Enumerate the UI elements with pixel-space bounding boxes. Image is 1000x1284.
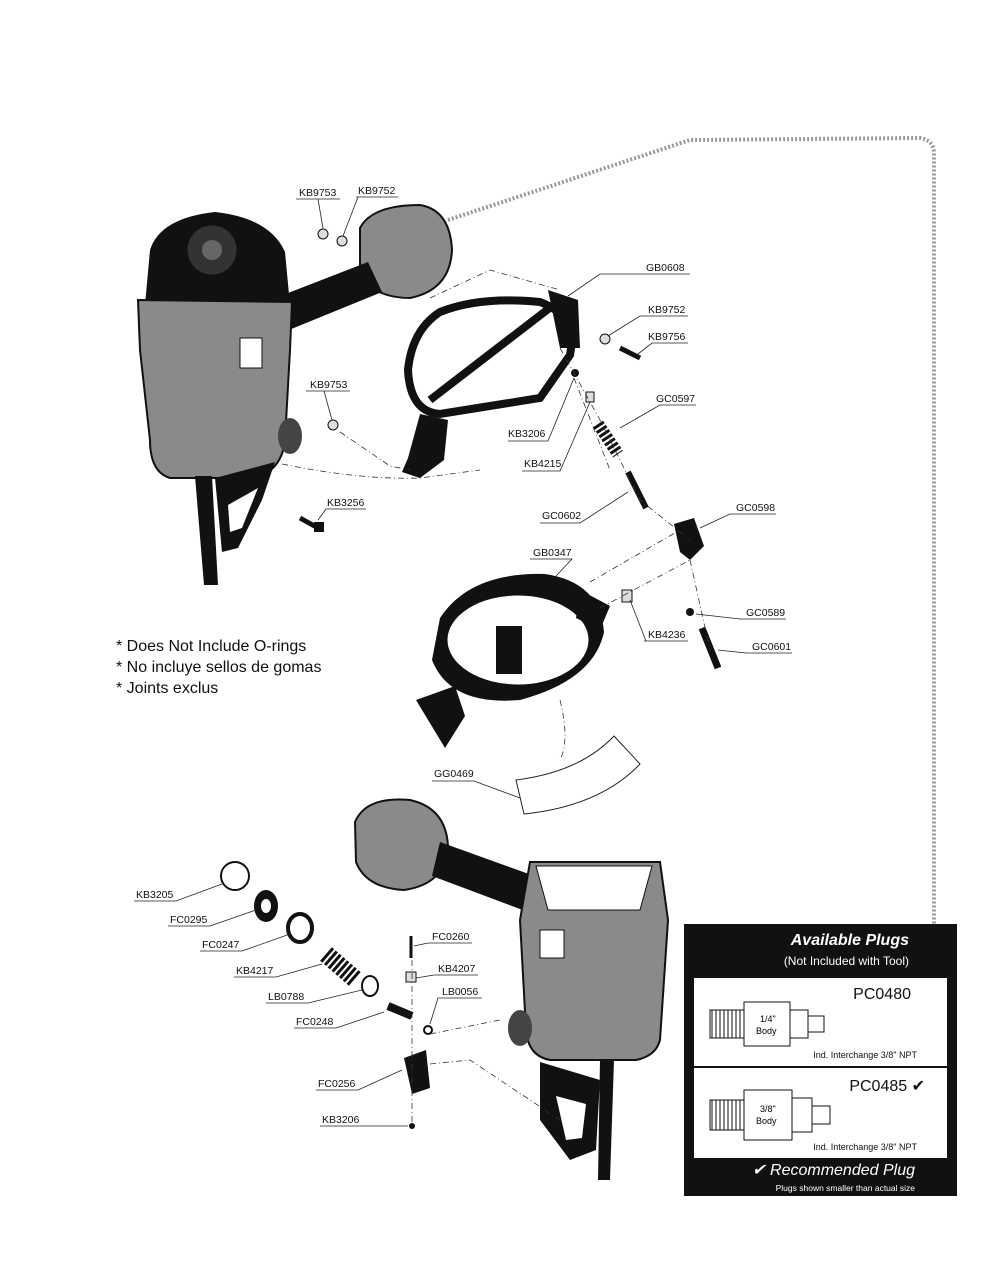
label-FC0260: FC0260 bbox=[432, 931, 470, 943]
plug-card-1: 1/4" Body PC0480 Ind. Interchange 3/8" N… bbox=[694, 978, 947, 1066]
plug-2-size: 3/8" bbox=[760, 1104, 776, 1114]
plugs-title: Available Plugs bbox=[790, 932, 909, 949]
label-FC0248: FC0248 bbox=[296, 1016, 334, 1028]
label-KB4207: KB4207 bbox=[438, 963, 476, 975]
washer-KB4207 bbox=[405, 971, 417, 983]
pin-GC0601 bbox=[698, 626, 722, 670]
label-GC0597: GC0597 bbox=[656, 393, 695, 405]
label-GB0347: GB0347 bbox=[533, 547, 572, 559]
label-FC0247: FC0247 bbox=[202, 939, 240, 951]
label-FC0295: FC0295 bbox=[170, 914, 208, 926]
plug-illustration-1: 1/4" Body bbox=[709, 1001, 825, 1047]
spring-GC0597 bbox=[593, 420, 623, 458]
block-FC0256 bbox=[404, 1050, 430, 1094]
label-KB9753-b: KB9753 bbox=[310, 379, 348, 391]
label-GB0608: GB0608 bbox=[646, 262, 685, 274]
label-GC0598: GC0598 bbox=[736, 502, 775, 514]
nailer-bottom bbox=[353, 798, 670, 1180]
small-washer-KB9752-a bbox=[336, 235, 348, 247]
label-KB9752-a: KB9752 bbox=[358, 185, 396, 197]
yoke-GB0608 bbox=[402, 290, 580, 478]
label-KB9752-b: KB9752 bbox=[648, 304, 686, 316]
plug-1-body: Body bbox=[756, 1026, 777, 1036]
label-KB9756: KB9756 bbox=[648, 331, 686, 343]
plug-illustration-2: 3/8" Body bbox=[709, 1089, 831, 1141]
nut-GC0589 bbox=[686, 608, 694, 616]
plug-1-description: Ind. Interchange 3/8" NPT bbox=[813, 1050, 917, 1060]
label-KB3206-a: KB3206 bbox=[508, 428, 546, 440]
o-ring-LB0056 bbox=[423, 1025, 433, 1035]
plug-code-PC0480: PC0480 bbox=[853, 986, 911, 1003]
small-nut-KB9753-a bbox=[317, 228, 329, 240]
plugs-subtitle: (Not Included with Tool) bbox=[783, 954, 909, 968]
label-GC0601: GC0601 bbox=[752, 641, 791, 653]
spring-KB4217 bbox=[320, 947, 362, 987]
note-french: * Joints exclus bbox=[116, 680, 219, 697]
plug-card-2: 3/8" Body PC0485 ✔ Ind. Interchange 3/8"… bbox=[694, 1068, 947, 1158]
label-KB3206-b: KB3206 bbox=[322, 1114, 360, 1126]
label-GC0602: GC0602 bbox=[542, 510, 581, 522]
label-KB3205: KB3205 bbox=[136, 889, 174, 901]
plugs-footnote: Plugs shown smaller than actual size bbox=[775, 1183, 915, 1193]
plug-2-description: Ind. Interchange 3/8" NPT bbox=[813, 1142, 917, 1152]
plug-code-PC0485: PC0485 ✔ bbox=[849, 1078, 925, 1095]
label-KB3256: KB3256 bbox=[327, 497, 365, 509]
dotted-connector-line bbox=[447, 135, 936, 1082]
assembly-lines bbox=[281, 269, 711, 1126]
washer-FC0247 bbox=[286, 912, 314, 944]
part-labels: KB9753 KB9752 GB0608 KB9752 KB9756 KB975… bbox=[134, 185, 792, 1127]
notes-block: * Does Not Include O-rings * No incluye … bbox=[116, 636, 321, 699]
label-LB0788: LB0788 bbox=[268, 991, 304, 1003]
label-KB4236: KB4236 bbox=[648, 629, 686, 641]
label-KB9753-a: KB9753 bbox=[299, 187, 337, 199]
label-LB0056: LB0056 bbox=[442, 986, 478, 998]
snap-ring-KB3205 bbox=[220, 861, 250, 891]
label-GG0469: GG0469 bbox=[434, 768, 474, 780]
bolt-KB9756 bbox=[618, 345, 642, 361]
plug-1-size: 1/4" bbox=[760, 1014, 776, 1024]
small-nut-KB9753-b bbox=[327, 419, 339, 431]
piston-cap-FC0295 bbox=[254, 890, 278, 922]
bolt-KB3256 bbox=[298, 515, 324, 532]
nailer-top bbox=[136, 203, 454, 585]
label-FC0256: FC0256 bbox=[318, 1078, 356, 1090]
washer-KB4236 bbox=[621, 589, 633, 603]
washer-KB9752-b bbox=[599, 333, 611, 345]
available-plugs-box: Available Plugs (Not Included with Tool)… bbox=[684, 924, 957, 1196]
label-GC0589: GC0589 bbox=[746, 607, 785, 619]
recommended-plug-label: ✔ Recommended Plug bbox=[752, 1162, 915, 1179]
note-spanish: * No incluye sellos de gomas bbox=[116, 659, 322, 676]
plug-2-body: Body bbox=[756, 1116, 777, 1126]
label-KB4217: KB4217 bbox=[236, 965, 274, 977]
cup-GB0347 bbox=[416, 573, 610, 748]
guard-GG0469 bbox=[515, 735, 641, 815]
o-ring-LB0788 bbox=[361, 975, 379, 997]
label-KB4215: KB4215 bbox=[524, 458, 562, 470]
valve-stem-FC0248 bbox=[386, 1002, 414, 1020]
pin-GC0602 bbox=[625, 470, 649, 510]
note-english: * Does Not Include O-rings bbox=[116, 638, 307, 655]
